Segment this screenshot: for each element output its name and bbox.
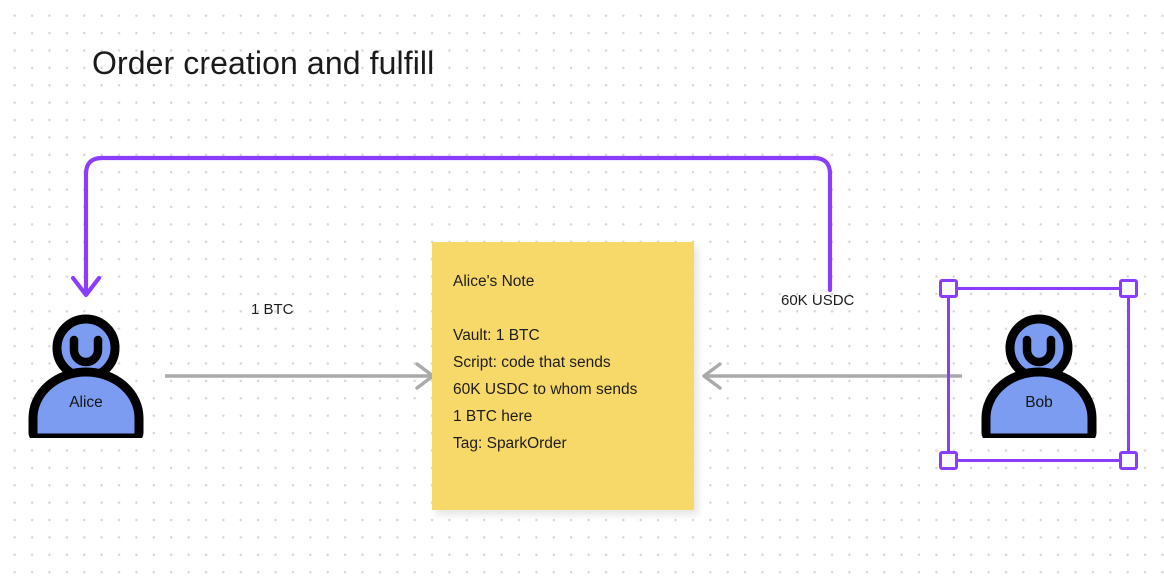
selection-box[interactable] <box>939 279 1138 470</box>
connector-line <box>83 155 833 297</box>
person-icon <box>981 314 1097 438</box>
connector-label-1-btc: 1 BTC <box>251 301 294 318</box>
resize-handle-top-left[interactable] <box>939 279 958 298</box>
actor-bob[interactable]: Bob <box>977 312 1101 438</box>
connector-bob-to-note[interactable] <box>700 360 962 392</box>
arrowhead-down-icon <box>70 275 102 298</box>
connector-alice-to-note[interactable] <box>165 360 437 392</box>
arrowhead-left-icon <box>702 362 722 390</box>
sticky-note-alices-note[interactable]: Alice's Note Vault: 1 BTC Script: code t… <box>432 242 694 510</box>
resize-handle-top-right[interactable] <box>1119 279 1138 298</box>
actor-alice[interactable]: Alice <box>24 312 148 438</box>
connector-bob-to-alice[interactable] <box>70 148 850 306</box>
page-title[interactable]: Order creation and fulfill <box>92 45 435 81</box>
resize-handle-bottom-left[interactable] <box>939 451 958 470</box>
person-icon <box>28 314 144 438</box>
connector-label-60k-usdc: 60K USDC <box>781 292 855 309</box>
sticky-note-text: Alice's Note Vault: 1 BTC Script: code t… <box>453 273 638 452</box>
resize-handle-bottom-right[interactable] <box>1119 451 1138 470</box>
